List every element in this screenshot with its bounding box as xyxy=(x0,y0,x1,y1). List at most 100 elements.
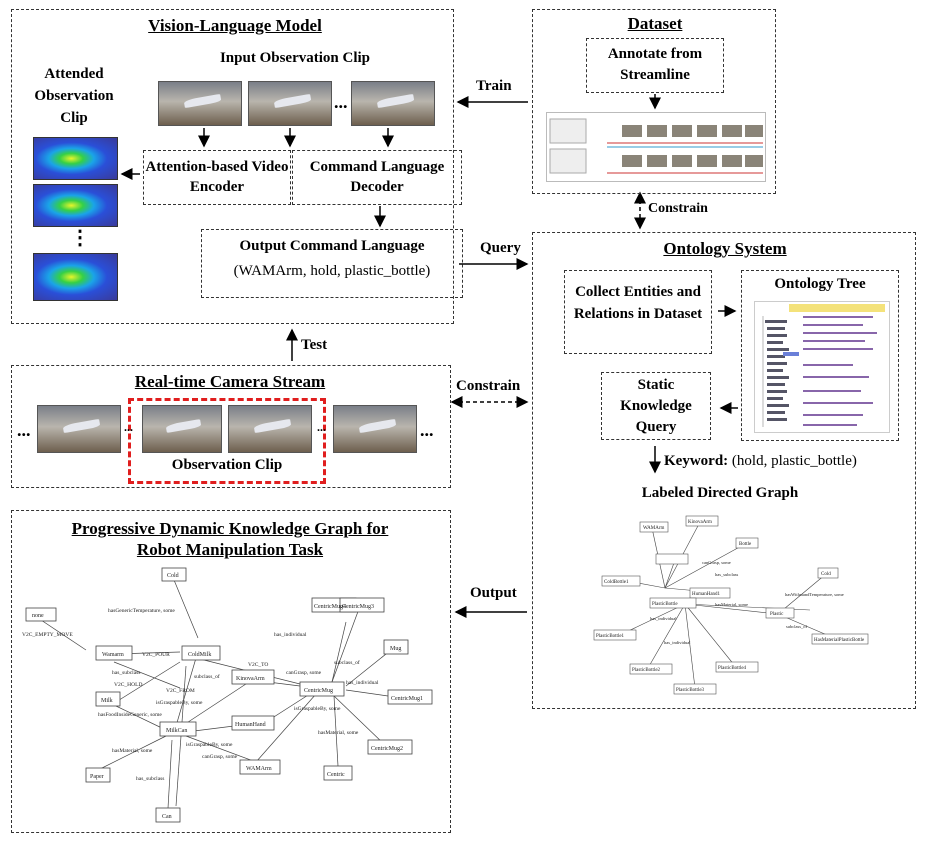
pdkg-title-line2: Robot Manipulation Task xyxy=(136,540,324,559)
sg-node-wamarm: WAMArm xyxy=(643,526,664,531)
svg-text:hasMaterial, some: hasMaterial, some xyxy=(112,748,153,754)
keyword-value: (hold, plastic_bottle) xyxy=(731,453,857,469)
sg-node-hasmaterial: HasMaterialPlasticBottle xyxy=(814,638,865,643)
camera-panel xyxy=(11,365,451,488)
kg-node-centricmug2: CentricMug2 xyxy=(371,746,403,752)
input-frame-2 xyxy=(248,81,332,126)
sg-node-coldbottle1: ColdBottle1 xyxy=(604,580,629,585)
kg-node-centricmug1: CentricMug1 xyxy=(391,696,423,702)
keyword-line: Keyword: (hold, plastic_bottle) xyxy=(664,453,857,470)
kg-node-centricmug4: CentricMug4 xyxy=(314,604,346,610)
query-label: Query xyxy=(480,240,521,256)
svg-text:V2C_EMPTY_MOVE: V2C_EMPTY_MOVE xyxy=(22,632,73,638)
svg-text:has_individual: has_individual xyxy=(274,632,307,638)
static-query-label: Static Knowledge Query xyxy=(620,377,692,435)
camera-dots-right: ... xyxy=(420,420,434,440)
annotate-label: Annotate from Streamline xyxy=(607,46,703,83)
labeled-directed-graph: WAMArm KinovaArm Bottle ColdBottle1 Huma… xyxy=(593,515,869,695)
ontology-tree-drawing xyxy=(762,304,885,427)
svg-text:V2C_POUR: V2C_POUR xyxy=(142,652,170,658)
sg-node-plastic: Plastic xyxy=(770,612,784,617)
language-decoder-box: Command Language Decoder xyxy=(292,150,462,205)
annotation-sheet-image xyxy=(546,112,766,182)
camera-dots-left: ... xyxy=(17,420,31,440)
camera-frame-1 xyxy=(37,405,121,453)
svg-text:hasGenericTemperature, some: hasGenericTemperature, some xyxy=(108,608,175,614)
output-command-value: (WAMArm, hold, plastic_bottle) xyxy=(233,263,431,279)
sg-node-kinovaarm: KinovaArm xyxy=(688,520,712,525)
sg-node-bottle: Bottle xyxy=(739,542,752,547)
ontology-tree-box xyxy=(741,270,899,441)
output-command-title: Output Command Language xyxy=(239,238,425,254)
svg-text:hasMaterial, some: hasMaterial, some xyxy=(318,730,359,736)
kg-node-wamarm: Wamarm xyxy=(102,652,124,658)
constrain-mid-label: Constrain xyxy=(456,378,521,394)
observation-clip-label: Observation Clip xyxy=(171,457,283,473)
pdkg-title-line1: Progressive Dynamic Knowledge Graph for xyxy=(71,519,389,538)
sg-node-plasticbottle2: PlasticBottle2 xyxy=(632,668,661,673)
test-label: Test xyxy=(301,337,328,353)
kg-node-kinovaarm: KinovaArm xyxy=(236,676,265,682)
camera-dots-mid-right: ... xyxy=(317,420,326,434)
train-label: Train xyxy=(476,78,512,94)
output-command-box: Output Command Language (WAMArm, hold, p… xyxy=(201,229,463,298)
camera-frame-4 xyxy=(333,405,417,453)
sg-node-humanhand1: HumanHand1 xyxy=(692,592,721,597)
kg-node-milkcan: MilkCan xyxy=(166,728,187,734)
kg-node-centricmug: CentricMug xyxy=(304,688,333,694)
svg-text:canGrasp, some: canGrasp, some xyxy=(202,754,238,760)
kg-node-centric: Centric xyxy=(327,772,345,778)
sg-node-plasticbottle1: PlasticBottle1 xyxy=(596,634,625,639)
svg-text:V2C_TO: V2C_TO xyxy=(248,662,268,668)
svg-text:has_subclass: has_subclass xyxy=(112,670,140,676)
svg-text:has_individual: has_individual xyxy=(346,680,379,686)
kg-node-humanhand: HumanHand xyxy=(235,722,266,728)
sg-node-plasticbottle3: PlasticBottle3 xyxy=(676,688,705,693)
sg-node-plasticbottle4: PlasticBottle4 xyxy=(718,666,747,671)
output-label: Output xyxy=(470,585,517,601)
svg-text:subclass_of: subclass_of xyxy=(334,659,360,666)
constrain-top-label: Constrain xyxy=(648,201,708,216)
svg-text:has_subclass: has_subclass xyxy=(136,776,164,782)
camera-frame-2 xyxy=(142,405,222,453)
ontology-tree-image xyxy=(754,301,890,433)
vlm-panel xyxy=(11,9,454,324)
svg-text:hasFoodInsideGeneric, some: hasFoodInsideGeneric, some xyxy=(98,712,162,718)
input-clip-label: Input Observation Clip xyxy=(219,50,371,66)
svg-text:has_individual: has_individual xyxy=(650,616,677,621)
observation-clip-highlight xyxy=(128,398,326,484)
svg-text:isGraspableBy, some: isGraspableBy, some xyxy=(156,700,203,706)
svg-text:hasWithstandTemperature, some: hasWithstandTemperature, some xyxy=(785,592,844,598)
svg-text:has_individual: has_individual xyxy=(664,640,691,645)
svg-text:subclass_of: subclass_of xyxy=(786,624,807,629)
input-frame-1 xyxy=(158,81,242,126)
camera-frame-3 xyxy=(228,405,312,453)
input-ellipsis: ... xyxy=(334,92,348,112)
ontology-title: Ontology System xyxy=(663,239,787,258)
kg-node-can: Can xyxy=(162,814,172,820)
kg-node-milk: Milk xyxy=(101,698,113,704)
collect-label: Collect Entities and Relations in Datase… xyxy=(573,284,703,322)
ontology-panel xyxy=(532,232,916,709)
kg-node-wamarm-individual: WAMArm xyxy=(246,766,272,772)
attended-vdots: ⋮ xyxy=(70,227,90,249)
camera-dots-mid-left: ... xyxy=(124,420,133,434)
sg-node-plasticbottle: PlasticBottle xyxy=(652,602,678,607)
svg-text:isGraspableBy, some: isGraspableBy, some xyxy=(294,706,341,712)
svg-text:has_subclass: has_subclass xyxy=(715,572,738,577)
kg-node-centricmug3: CentricMug3 xyxy=(342,604,374,610)
pdkg-panel xyxy=(11,510,451,833)
graph-title: Labeled Directed Graph xyxy=(641,485,799,501)
attended-clip-label: Attended Observation Clip xyxy=(34,66,114,126)
dataset-panel xyxy=(532,9,776,194)
collect-box: Collect Entities and Relations in Datase… xyxy=(564,270,712,354)
sg-node-cold: Cold xyxy=(821,572,831,577)
svg-text:canGrasp, some: canGrasp, some xyxy=(702,560,731,566)
svg-text:isGraspableBy, some: isGraspableBy, some xyxy=(186,742,233,748)
static-query-box: Static Knowledge Query xyxy=(601,372,711,440)
kg-node-mug: Mug xyxy=(390,646,401,652)
svg-text:hasMaterial, some: hasMaterial, some xyxy=(715,602,748,608)
vlm-title: Vision-Language Model xyxy=(148,16,322,35)
annotation-sheet-drawing xyxy=(549,118,763,174)
